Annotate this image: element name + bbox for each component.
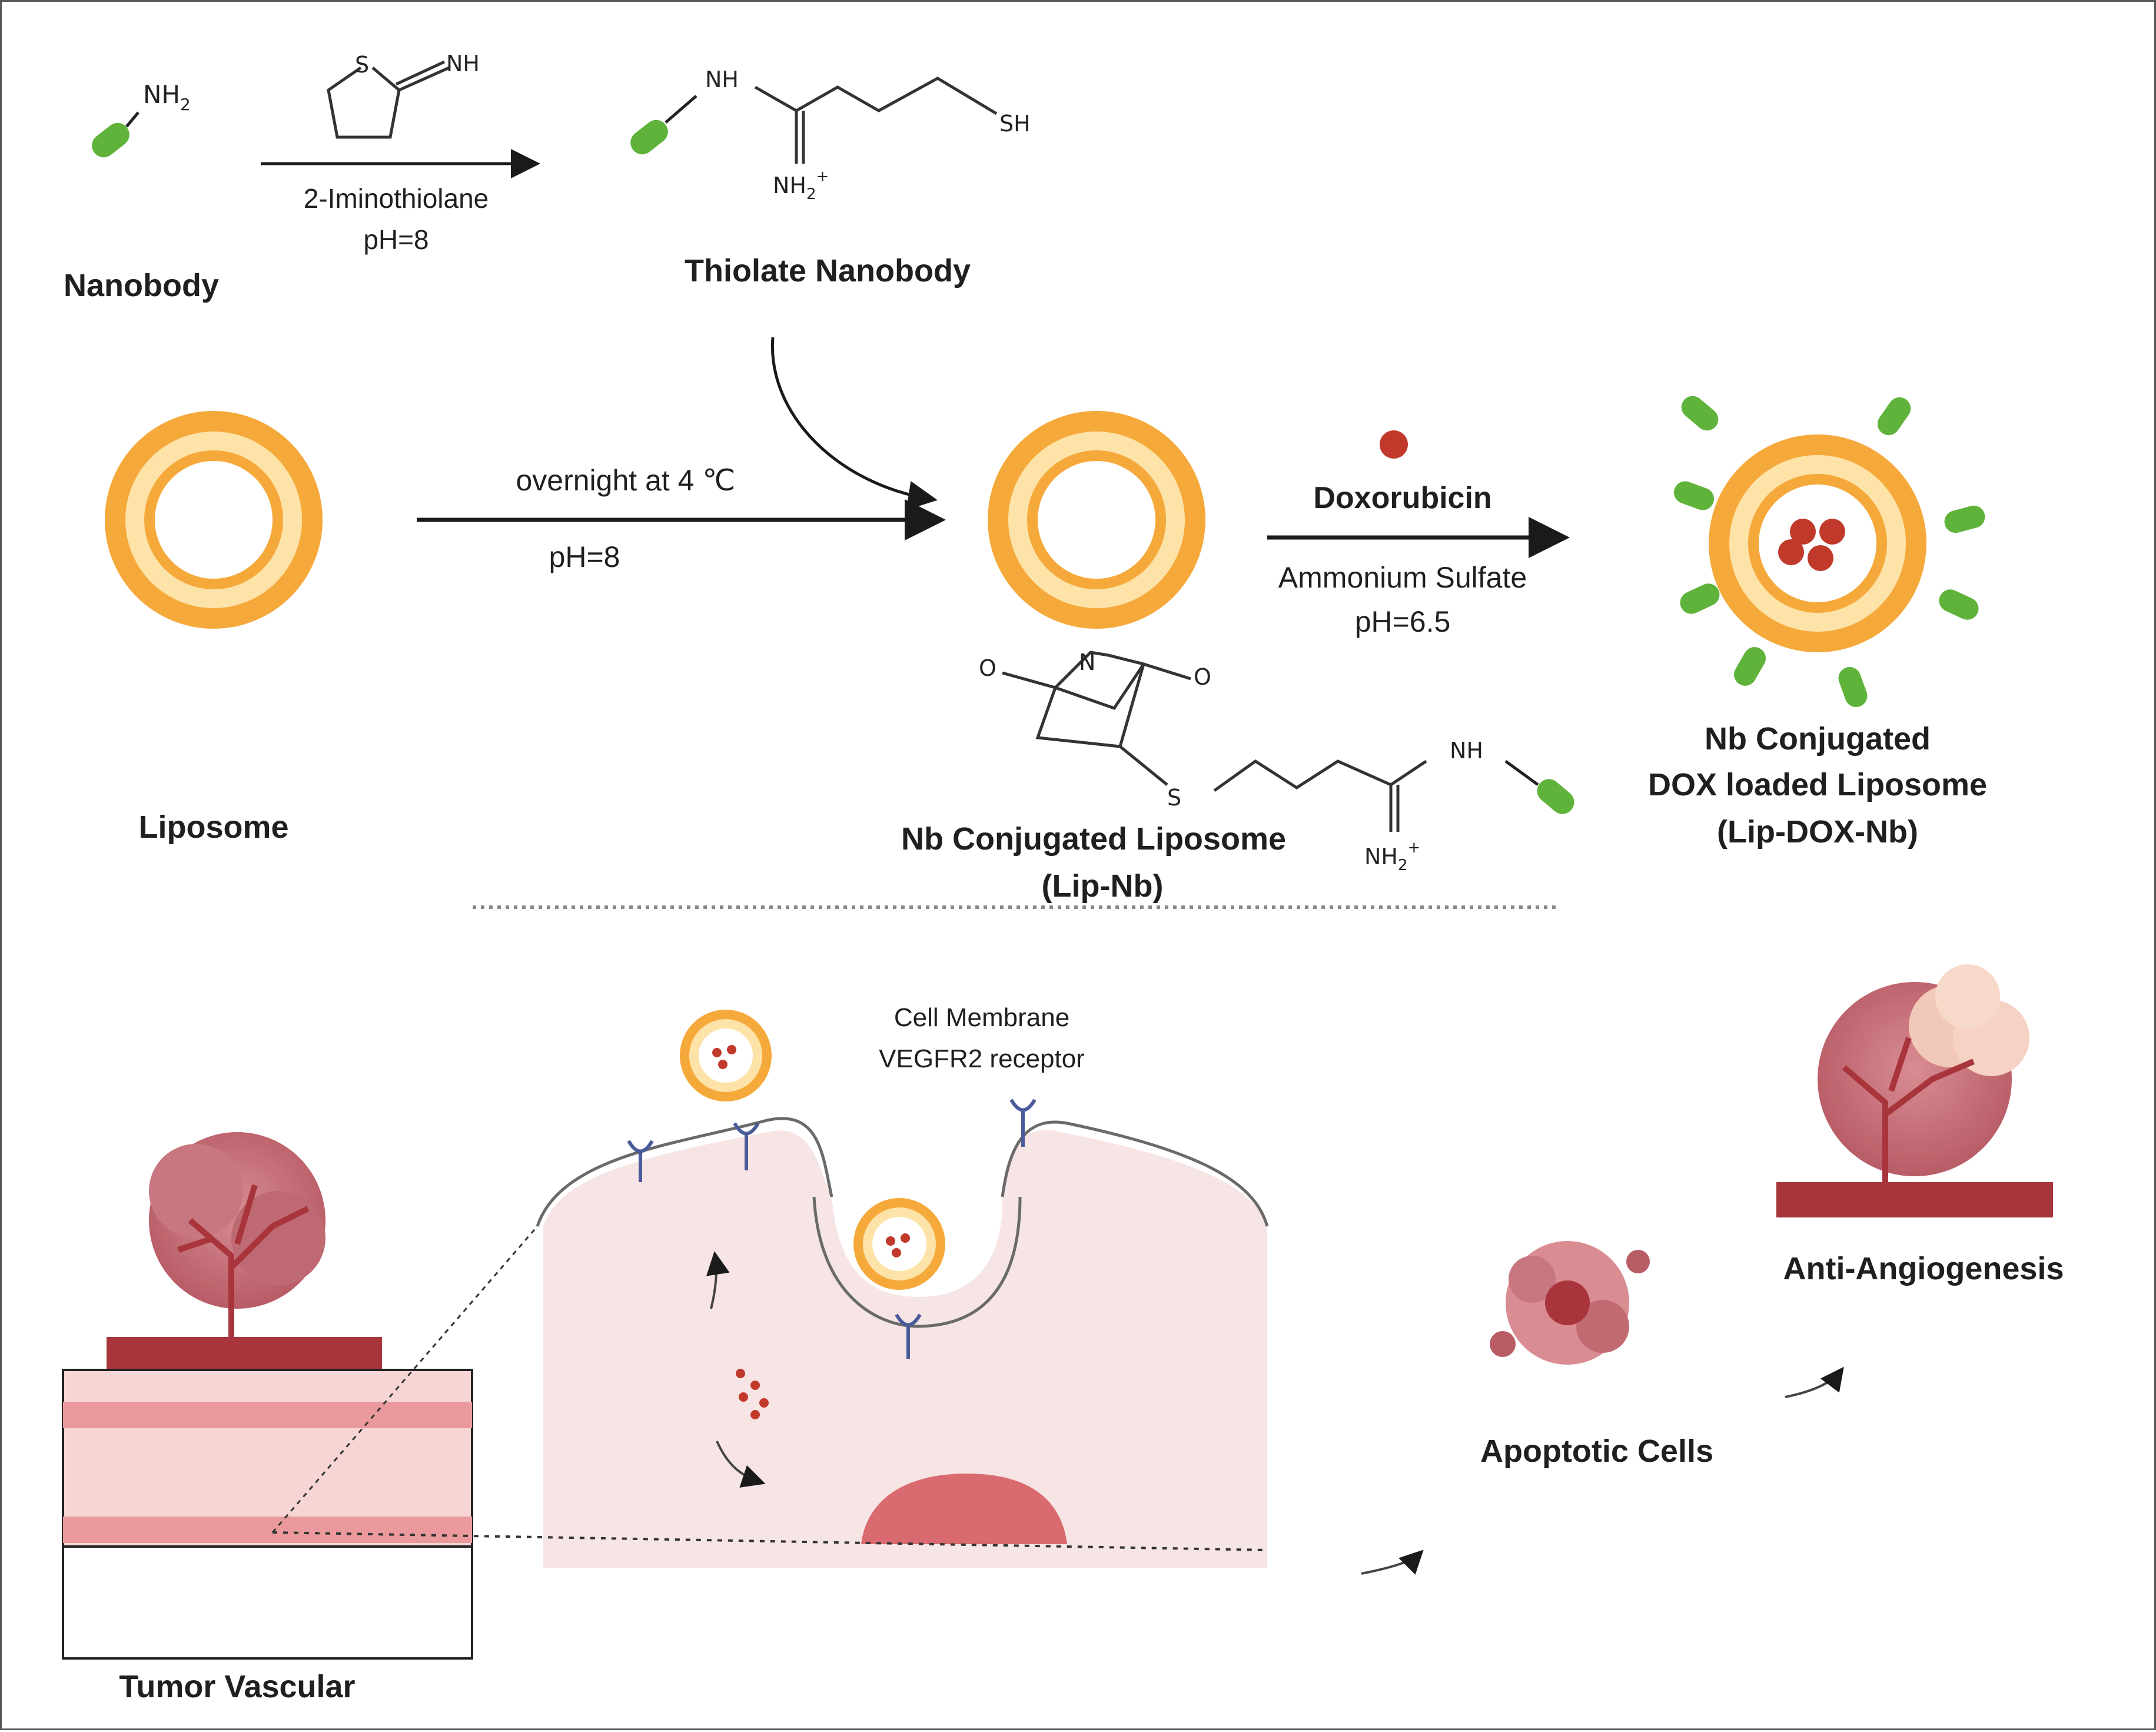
chem-nh2plus: NH2+ <box>1364 839 1420 874</box>
nanobody-icon <box>92 122 129 158</box>
chem-o: O <box>1194 664 1211 690</box>
thiolate-label: Thiolate Nanobody <box>685 253 971 288</box>
chem-nh2plus: NH2+ <box>773 168 829 203</box>
chem-s: S <box>1167 785 1181 811</box>
reagent-label: 2-Iminothiolane <box>304 183 489 214</box>
ammonium-label: Ammonium Sulfate <box>1278 561 1527 594</box>
chem-s: S <box>355 52 369 78</box>
ph65-label: pH=6.5 <box>1355 605 1451 638</box>
chem-nh: NH <box>1450 738 1483 764</box>
lipnb-abbr: (Lip-Nb) <box>1042 868 1164 904</box>
chem-nh: NH <box>446 51 480 77</box>
curved-arrow <box>770 337 938 510</box>
vegfr2-label: VEGFR2 receptor <box>879 1044 1085 1073</box>
final-label-1: Nb Conjugated <box>1705 721 1931 756</box>
final-abbr: (Lip-DOX-Nb) <box>1717 814 1918 850</box>
anti-angio-label: Anti-Angiogenesis <box>1783 1251 2064 1286</box>
chem-o: O <box>979 655 996 681</box>
cell-region <box>536 1117 1269 1568</box>
tumor-vascular <box>62 1132 1268 1660</box>
lip-nb-liposome <box>988 411 1205 629</box>
tumor-vascular-label: Tumor Vascular <box>119 1669 355 1704</box>
lipnb-title: Nb Conjugated Liposome <box>901 821 1286 857</box>
ph-label-mid: pH=8 <box>549 540 620 573</box>
final-label-2: DOX loaded Liposome <box>1648 767 1987 802</box>
nanobody-icon <box>630 120 668 155</box>
ph-label-top: pH=8 <box>363 224 428 255</box>
doxorubicin-label: Doxorubicin <box>1313 481 1491 515</box>
dox-molecule <box>1380 430 1408 459</box>
anti-angiogenesis <box>1776 964 2053 1217</box>
liposome-label: Liposome <box>138 809 288 845</box>
chem-n: N <box>1079 649 1095 675</box>
lip-dox-nb-small-outside <box>680 1010 772 1101</box>
apoptotic-label: Apoptotic Cells <box>1480 1434 1713 1469</box>
flow-arrows <box>706 1251 1844 1575</box>
nh2-label: NH2 <box>143 80 191 114</box>
nanobody-start: NH2 Nanobody <box>64 80 219 303</box>
cell-membrane-label: Cell Membrane <box>894 1003 1069 1032</box>
lip-dox-nb-small-endocytosed <box>853 1198 945 1290</box>
vegfr2-receptors <box>627 1099 1037 1359</box>
overnight-label: overnight at 4 ℃ <box>516 464 735 497</box>
released-dox <box>736 1369 769 1419</box>
nanobody-icon <box>1537 779 1574 814</box>
chem-nh: NH <box>705 67 739 92</box>
thiolate-nanobody <box>630 77 998 164</box>
nanobody-label: Nanobody <box>64 268 219 303</box>
chem-sh: SH <box>999 111 1031 137</box>
lip-dox-nb <box>1673 396 1985 708</box>
iminothiolane-structure <box>327 60 450 139</box>
liposome <box>105 411 323 629</box>
maleimide-linker <box>1002 651 1539 832</box>
apoptotic-cells <box>1490 1241 1650 1365</box>
